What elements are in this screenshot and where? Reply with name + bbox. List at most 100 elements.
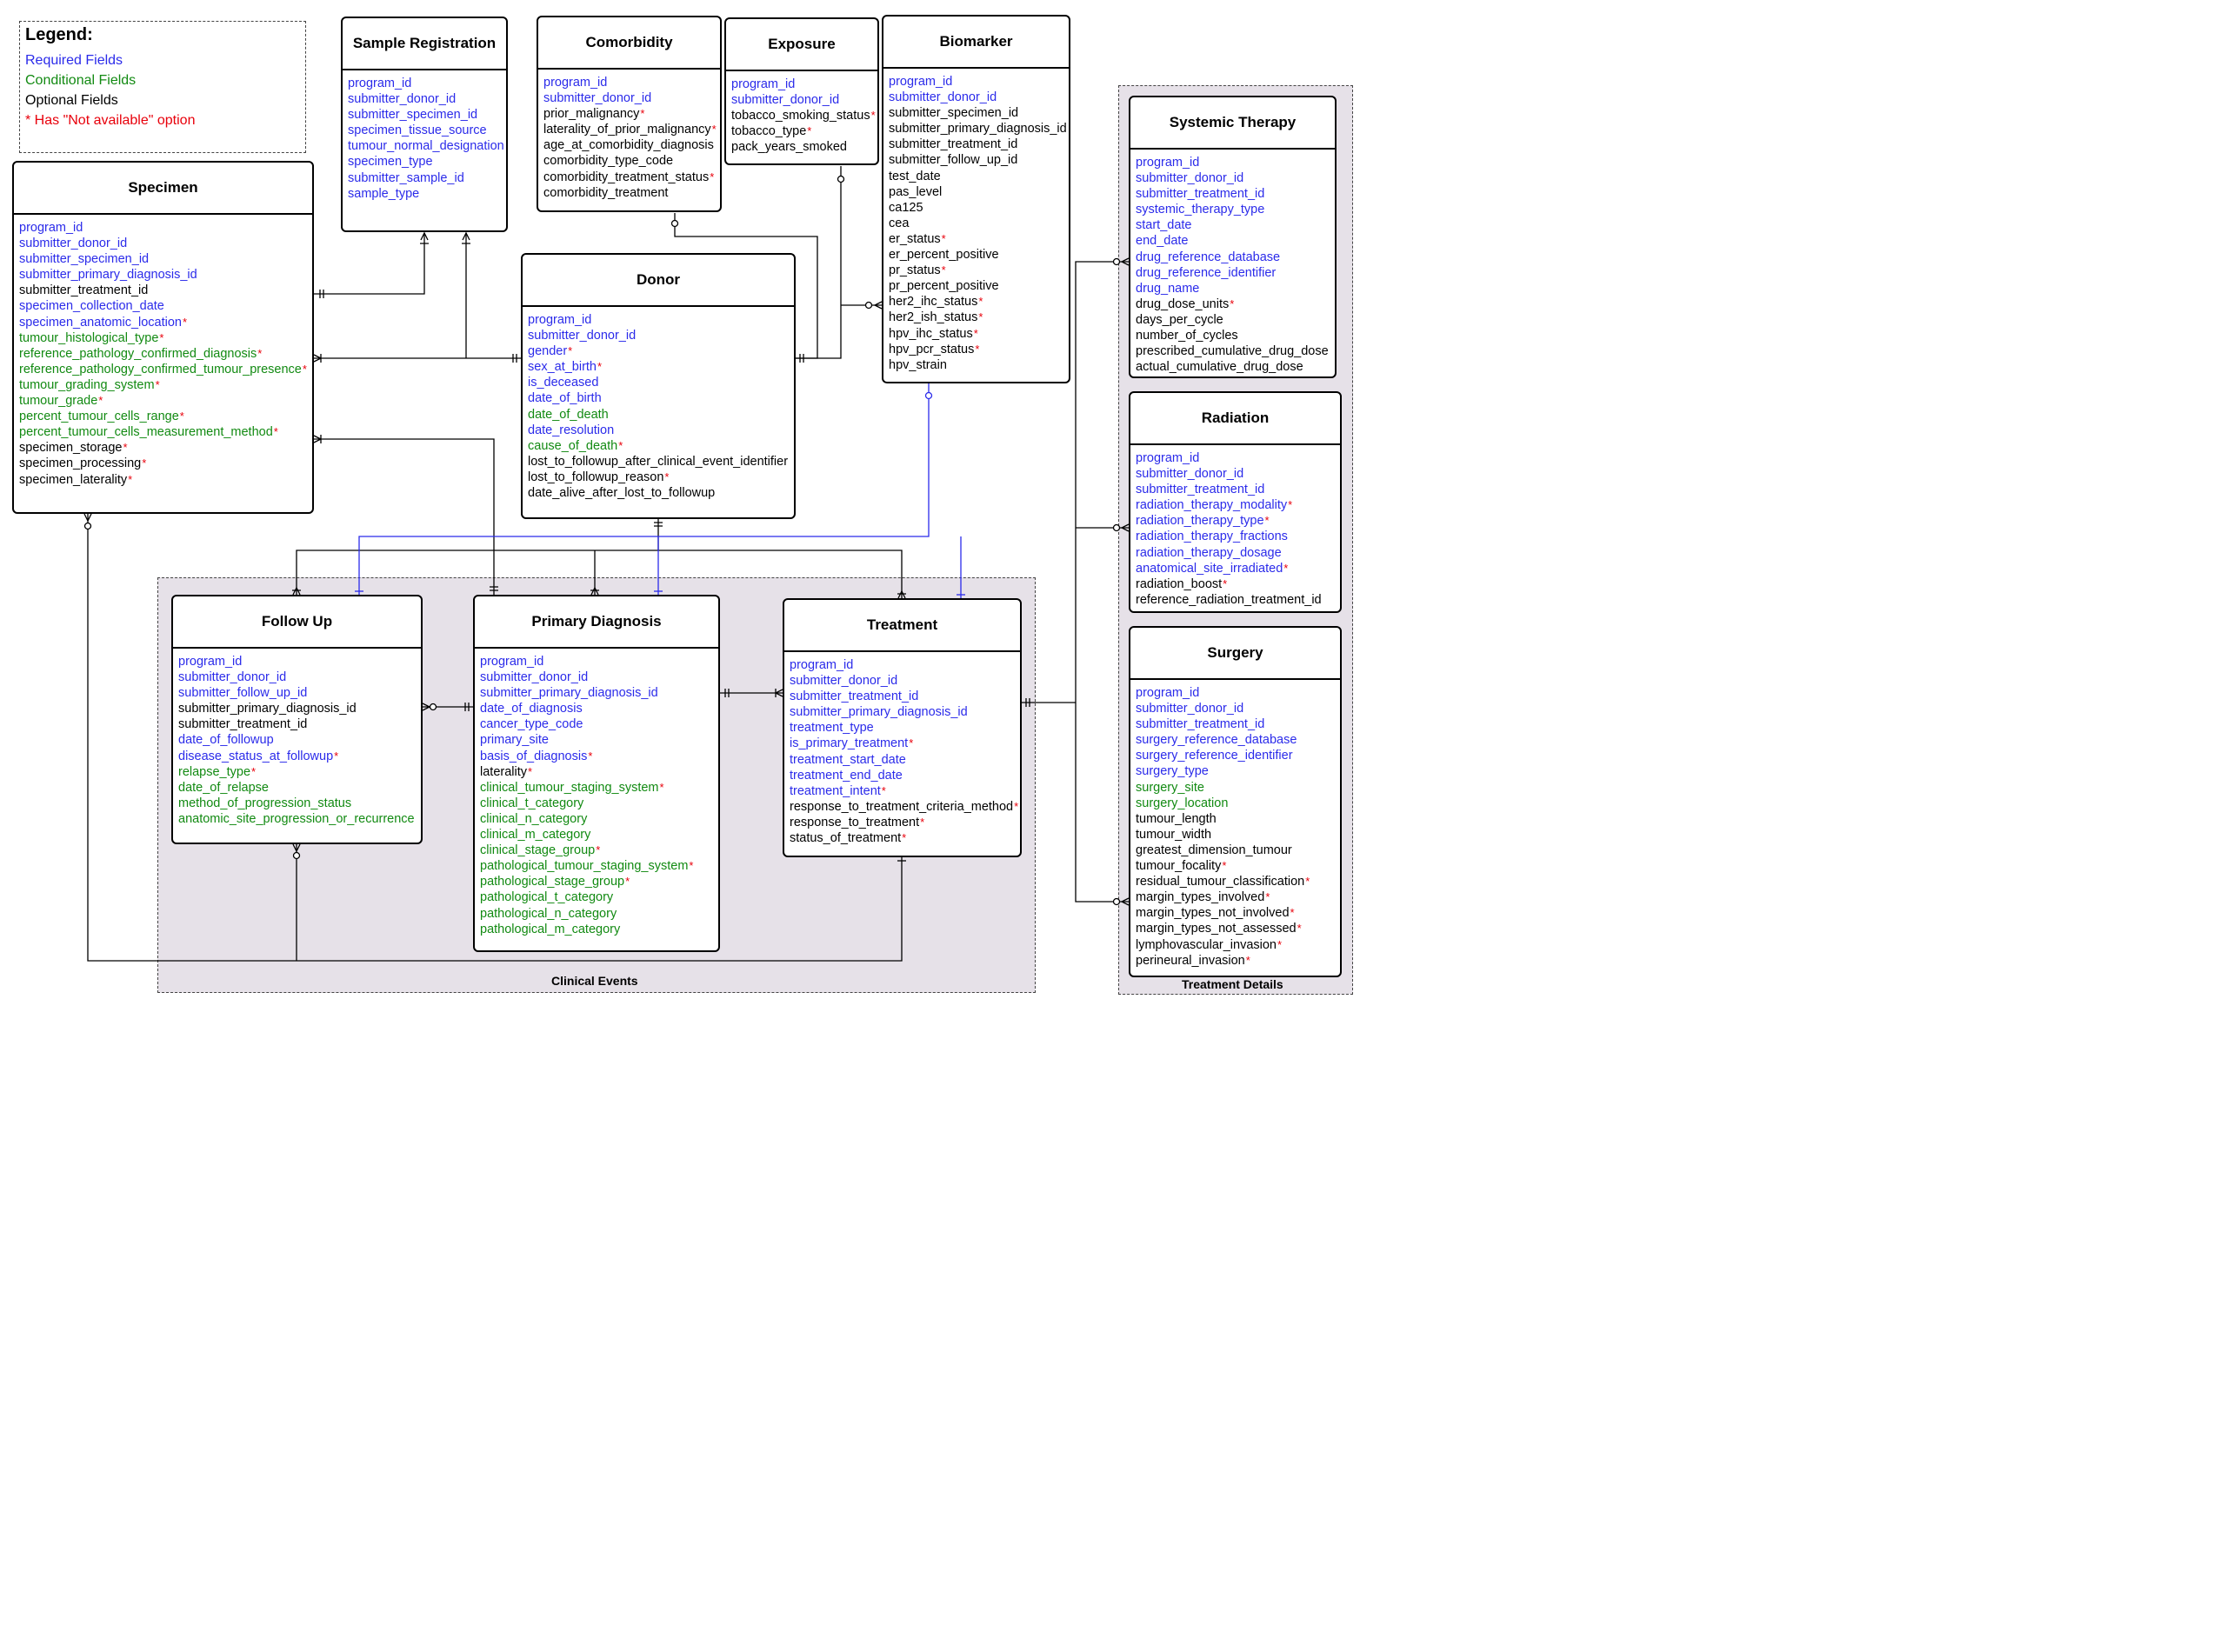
field-submitter-donor-id: submitter_donor_id [1136,170,1330,186]
field-name: comorbidity_treatment [543,185,669,200]
crow-foot-followup-bottom [292,843,301,853]
rel-donor-comorbidity [674,213,818,359]
field-submitter-follow-up-id: submitter_follow_up_id [889,152,1063,168]
field-submitter-primary-diagnosis-id: submitter_primary_diagnosis_id [790,704,1015,720]
field-name: submitter_donor_id [178,670,287,685]
legend-conditional: Conditional Fields [25,73,137,88]
not-available-marker: * [941,263,946,277]
zero-mark-biomarker-bottom [924,391,933,400]
one-mark-pd-left [464,703,470,711]
field-submitter-treatment-id: submitter_treatment_id [178,716,416,732]
field-name: submitter_treatment_id [1136,717,1265,732]
field-reference-pathology-confirmed-tumour-presence: reference_pathology_confirmed_tumour_pre… [19,362,307,377]
crow-foot-sample-registration-2 [462,231,470,244]
field-prescribed-cumulative-drug-dose: prescribed_cumulative_drug_dose [1136,343,1330,359]
not-available-marker: * [625,875,630,889]
field-name: hpv_pcr_status [889,342,975,356]
field-radiation-therapy-type: radiation_therapy_type* [1136,513,1335,529]
field-name: specimen_processing [19,456,142,471]
field-is-primary-treatment: is_primary_treatment* [790,736,1015,751]
field-submitter-primary-diagnosis-id: submitter_primary_diagnosis_id [889,121,1067,137]
field-name: specimen_anatomic_location [19,315,182,330]
field-drug-reference-database: drug_reference_database [1136,250,1330,265]
field-name: drug_reference_database [1136,250,1281,264]
field-name: reference_pathology_confirmed_tumour_pre… [19,362,302,376]
field-name: tumour_focality [1136,859,1222,874]
field-name: hpv_ihc_status [889,326,973,341]
field-name: date_of_followup [178,733,274,748]
field-response-to-treatment-criteria-method: response_to_treatment_criteria_method* [790,799,1018,815]
field-anatomical-site-irradiated: anatomical_site_irradiated* [1136,561,1335,576]
field-name: tumour_grading_system [19,377,155,392]
field-name: surgery_location [1136,796,1229,810]
one-mark-treatment-right [1025,698,1030,707]
field-specimen-collection-date: specimen_collection_date [19,298,307,314]
field-radiation-boost: radiation_boost* [1136,576,1335,592]
zero-mark-biomarker [864,301,873,310]
legend-optional: Optional Fields [25,93,118,108]
field-specimen-storage: specimen_storage* [19,440,307,456]
field-submitter-primary-diagnosis-id: submitter_primary_diagnosis_id [19,267,307,283]
field-comorbidity-type-code: comorbidity_type_code [543,153,715,169]
not-available-marker: * [179,410,184,423]
field-name: drug_dose_units [1136,296,1230,311]
field-name: pathological_tumour_staging_system [480,859,689,874]
field-name: treatment_intent [790,783,881,798]
field-program-id: program_id [889,74,1063,90]
field-pathological-t-category: pathological_t_category [480,889,713,905]
field-name: submitter_primary_diagnosis_id [480,686,658,701]
field-er-status: er_status* [889,231,1063,247]
field-treatment-start-date: treatment_start_date [790,752,1015,768]
field-days-per-cycle: days_per_cycle [1136,312,1330,328]
field-treatment-intent: treatment_intent* [790,783,1015,799]
field-submitter-donor-id: submitter_donor_id [178,669,416,685]
rel-specimen-primary-diagnosis [314,438,495,595]
field-reference-radiation-treatment-id: reference_radiation_treatment_id [1136,592,1335,608]
field-gender: gender* [528,343,789,359]
field-submitter-treatment-id: submitter_treatment_id [889,137,1063,152]
field-name: date_of_birth [528,391,602,406]
field-program-id: program_id [178,654,416,669]
field-surgery-site: surgery_site [1136,780,1335,796]
not-available-marker: * [159,330,164,344]
zero-mark-surgery [1112,897,1121,906]
field-name: sex_at_birth [528,360,597,375]
field-name: submitter_follow_up_id [178,686,308,701]
entity-title: Primary Diagnosis [475,596,718,649]
field-submitter-specimen-id: submitter_specimen_id [889,105,1063,121]
not-available-marker: * [689,859,694,873]
field-name: surgery_type [1136,764,1209,779]
field-hpv-ihc-status: hpv_ihc_status* [889,326,1063,342]
crow-foot-radiation [1120,523,1130,532]
not-available-marker: * [528,764,533,778]
field-prior-malignancy: prior_malignancy* [543,106,715,122]
crow-foot-systemic [1120,257,1130,266]
not-available-marker: * [251,764,257,778]
field-submitter-follow-up-id: submitter_follow_up_id [178,685,416,701]
field-laterality-of-prior-malignancy: laterality_of_prior_malignancy* [543,122,717,137]
field-name: prior_malignancy [543,107,640,122]
not-available-marker: * [302,362,307,376]
field-name: submitter_donor_id [528,329,637,343]
field-name: pathological_n_category [480,906,617,921]
field-pas-level: pas_level [889,184,1063,200]
rel-biomarker-clinical-events [358,383,962,598]
not-available-marker: * [1223,576,1228,590]
not-available-marker: * [1297,922,1302,936]
zero-mark-followup-bottom [292,851,301,860]
field-radiation-therapy-modality: radiation_therapy_modality* [1136,497,1335,513]
field-name: specimen_type [348,155,433,170]
field-clinical-stage-group: clinical_stage_group* [480,843,713,858]
